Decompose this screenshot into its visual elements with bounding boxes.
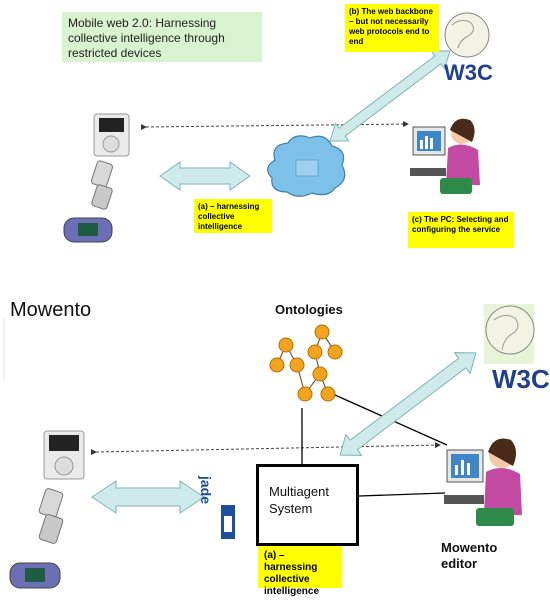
top-panel-title: Mobile web 2.0: Harnessing collective in… <box>62 12 262 62</box>
dashed-link-bottom <box>90 442 441 456</box>
note-web-backbone: (b) The web backbone – but not necessari… <box>345 4 439 52</box>
note-harnessing-bottom: (a) – harnessing collective intelligence <box>258 546 342 597</box>
globe-icon <box>484 304 535 364</box>
double-arrow-devices-jade <box>91 480 205 514</box>
multiagent-system-box: Multiagent System <box>256 464 359 546</box>
jade-logo-icon <box>221 505 235 539</box>
diagram-canvas <box>3 12 535 589</box>
game-console-icon <box>63 217 113 243</box>
flip-phone-icon <box>90 160 114 210</box>
mp3-player-icon <box>43 430 85 480</box>
note-harnessing-top: (a) – harnessing collective intelligence <box>194 199 272 233</box>
link-mas-editor <box>358 492 446 497</box>
w3c-logo: W3C <box>492 364 550 394</box>
mowento-heading: Mowento <box>10 299 92 321</box>
w3c-logo: W3C <box>444 60 493 85</box>
mowento-editor-label: Mowento editor <box>441 540 498 571</box>
dashed-link-top <box>140 121 409 131</box>
globe-icon <box>444 12 490 58</box>
flip-phone-icon <box>38 488 64 544</box>
pc-user-icon <box>444 438 522 526</box>
double-arrow-devices-cloud <box>159 161 251 191</box>
cloud-icon <box>267 135 346 197</box>
double-arrow-mas-w3c <box>339 352 477 456</box>
game-console-icon <box>9 562 61 589</box>
note-pc-selecting: (c) The PC: Selecting and configuring th… <box>408 212 514 248</box>
double-arrow-cloud-w3c <box>329 50 451 142</box>
jade-logo-text: jade <box>198 476 214 505</box>
mp3-player-icon <box>93 113 130 157</box>
ontology-tree-icon <box>269 324 343 402</box>
pc-user-icon <box>410 118 480 194</box>
ontologies-label: Ontologies <box>275 302 343 317</box>
